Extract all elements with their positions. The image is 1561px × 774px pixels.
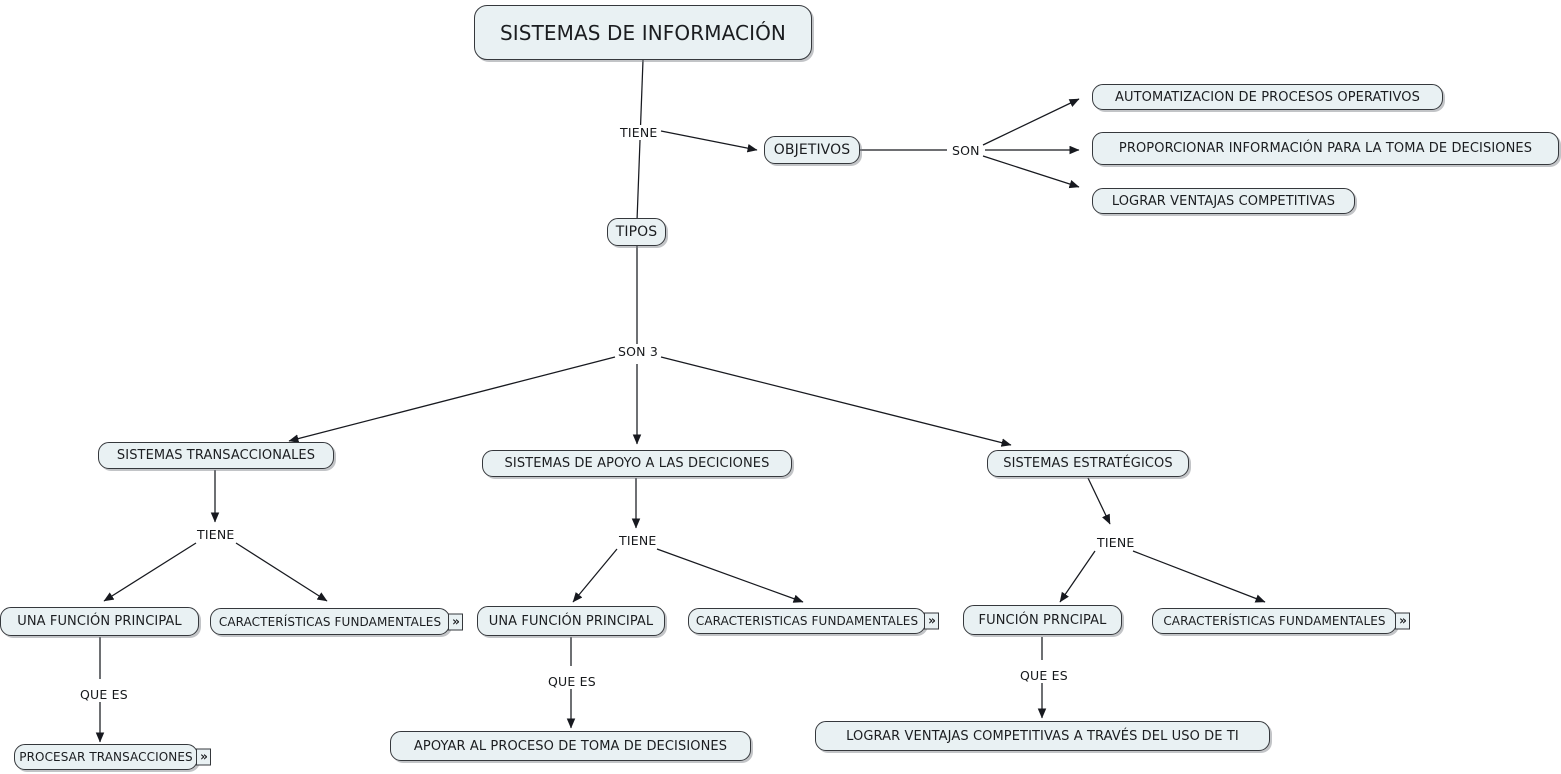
node-sistemas-estrategicos-label: SISTEMAS ESTRATÉGICOS [1003,456,1173,471]
node-sistemas-apoyo-decisiones[interactable]: SISTEMAS DE APOYO A LAS DECICIONES [482,450,792,477]
edge-root-tipos [636,59,644,222]
edge-tiene2-carac [656,548,804,603]
edge-label-tiene-root[interactable]: TIENE [618,125,660,140]
edge-label-son-objetivos[interactable]: SON [950,143,982,158]
node-t3-lograr-ventajas-ti[interactable]: LOGRAR VENTAJAS COMPETITIVAS A TRAVÉS DE… [815,721,1270,751]
edge-son-obj1 [982,98,1080,146]
edge-tiene-objetivos [660,130,758,153]
node-t1-funcion-principal-label: UNA FUNCIÓN PRINCIPAL [17,614,182,629]
node-t1-caracteristicas-label: CARACTERÍSTICAS FUNDAMENTALES [218,614,442,629]
edge-tiene3-func [1059,550,1096,603]
expand-chevron-icon[interactable]: » [196,748,211,766]
node-t2-apoyar-proceso[interactable]: APOYAR AL PROCESO DE TOMA DE DECISIONES [390,731,751,761]
edge-tiene1-func [103,542,197,602]
node-objetivos[interactable]: OBJETIVOS [764,136,860,164]
node-t2-caracteristicas-label: CARACTERISTICAS FUNDAMENTALES [695,614,919,628]
edge-label-quees-t1[interactable]: QUE ES [78,687,130,702]
node-t3-funcion-principal-label: FUNCIÓN PRNCIPAL [978,612,1107,628]
node-objetivo-informacion-label: PROPORCIONAR INFORMACIÓN PARA LA TOMA DE… [1118,141,1533,156]
node-t1-procesar-transacciones-label: PROCESAR TRANSACCIONES [19,750,193,764]
node-t1-procesar-transacciones[interactable]: PROCESAR TRANSACCIONES » [14,744,211,770]
node-t1-caracteristicas[interactable]: CARACTERÍSTICAS FUNDAMENTALES » [210,608,463,635]
node-sistemas-apoyo-decisiones-label: SISTEMAS DE APOYO A LAS DECICIONES [504,456,770,471]
node-objetivo-ventajas[interactable]: LOGRAR VENTAJAS COMPETITIVAS [1092,188,1355,214]
node-objetivo-ventajas-label: LOGRAR VENTAJAS COMPETITIVAS [1111,193,1336,209]
edge-label-son3-tipos[interactable]: SON 3 [616,344,661,359]
node-t2-funcion-principal-label: UNA FUNCIÓN PRINCIPAL [488,613,654,629]
expand-chevron-icon[interactable]: » [448,613,463,630]
node-objetivo-automatizacion-label: AUTOMATIZACION DE PROCESOS OPERATIVOS [1115,89,1420,105]
edge-tiene3-carac [1132,550,1266,603]
edge-label-quees-t3[interactable]: QUE ES [1018,668,1070,683]
node-sistemas-estrategicos[interactable]: SISTEMAS ESTRATÉGICOS [987,450,1189,477]
node-objetivos-label: OBJETIVOS [773,142,851,158]
node-tipos-label: TIPOS [615,224,658,240]
node-root-label: SISTEMAS DE INFORMACIÓN [500,20,786,45]
node-tipos[interactable]: TIPOS [607,218,666,246]
node-t2-caracteristicas[interactable]: CARACTERISTICAS FUNDAMENTALES » [688,608,939,634]
node-sistemas-transaccionales[interactable]: SISTEMAS TRANSACCIONALES [98,442,334,469]
edge-son3-tipo1 [288,356,616,443]
edge-tipo3-tiene [1087,477,1111,525]
node-t2-funcion-principal[interactable]: UNA FUNCIÓN PRINCIPAL [477,606,665,636]
edge-tiene2-func [572,548,618,603]
edge-son3-tipo3 [660,356,1012,447]
node-t2-apoyar-proceso-label: APOYAR AL PROCESO DE TOMA DE DECISIONES [413,738,728,754]
node-t3-caracteristicas-label: CARACTERÍSTICAS FUNDAMENTALES [1163,614,1386,628]
edge-label-tiene-t2[interactable]: TIENE [617,533,659,548]
node-t3-lograr-ventajas-ti-label: LOGRAR VENTAJAS COMPETITIVAS A TRAVÉS DE… [846,728,1239,744]
edge-label-tiene-t1[interactable]: TIENE [195,527,237,542]
expand-chevron-icon[interactable]: » [924,612,939,630]
expand-chevron-icon[interactable]: » [1395,612,1410,630]
edge-label-quees-t2[interactable]: QUE ES [546,674,598,689]
edge-son-obj3 [982,155,1080,189]
node-objetivo-automatizacion[interactable]: AUTOMATIZACION DE PROCESOS OPERATIVOS [1092,84,1443,110]
node-root[interactable]: SISTEMAS DE INFORMACIÓN [474,5,812,60]
edge-label-tiene-t3[interactable]: TIENE [1095,535,1137,550]
node-objetivo-informacion[interactable]: PROPORCIONAR INFORMACIÓN PARA LA TOMA DE… [1092,132,1559,165]
edge-tiene1-carac [235,542,328,602]
node-t3-caracteristicas[interactable]: CARACTERÍSTICAS FUNDAMENTALES » [1152,608,1410,634]
node-t3-funcion-principal[interactable]: FUNCIÓN PRNCIPAL [963,605,1122,635]
node-t1-funcion-principal[interactable]: UNA FUNCIÓN PRINCIPAL [0,607,199,636]
node-sistemas-transaccionales-label: SISTEMAS TRANSACCIONALES [116,448,316,463]
